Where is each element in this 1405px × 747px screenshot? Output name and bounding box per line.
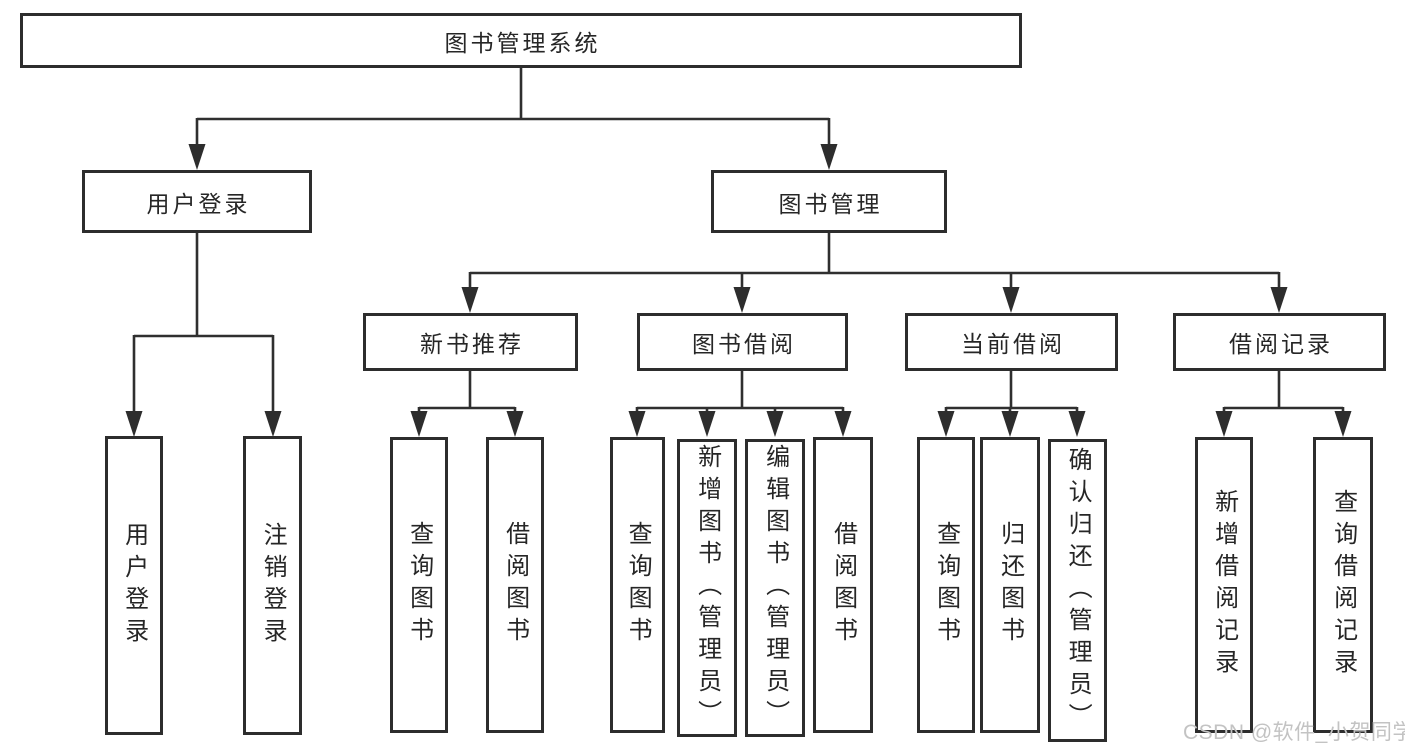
leaf-logout-label: 注销登录 xyxy=(259,521,287,650)
leaf-label: 查询图书 xyxy=(624,521,652,649)
connector-records-to-leaves xyxy=(1222,371,1345,419)
leaf-label: 借阅图书 xyxy=(501,521,529,649)
connector-borrow-to-leaves xyxy=(635,371,845,419)
node-book-management: 图书管理 xyxy=(711,170,947,233)
node-user-login-label: 用户登录 xyxy=(146,190,251,217)
leaf-label: 确认归还（管理员） xyxy=(1064,446,1092,735)
node-borrow-records: 借阅记录 xyxy=(1173,313,1386,371)
node-current-borrow-label: 当前借阅 xyxy=(961,331,1065,357)
leaf-confirm-return-admin: 确认归还（管理员） xyxy=(1048,439,1107,742)
leaf-return-books: 归还图书 xyxy=(980,437,1040,733)
node-current-borrow: 当前借阅 xyxy=(905,313,1118,371)
csdn-watermark: CSDN @软件_小贺同学 xyxy=(1183,721,1405,744)
connector-newbook-to-leaves xyxy=(417,371,517,419)
leaf-logout: 注销登录 xyxy=(243,436,302,735)
leaf-label: 查询图书 xyxy=(405,521,433,649)
leaf-label: 查询图书 xyxy=(932,521,960,649)
leaf-label: 查询借阅记录 xyxy=(1329,489,1357,681)
leaf-query-books-current: 查询图书 xyxy=(917,437,975,733)
leaf-label: 编辑图书（管理员） xyxy=(761,444,789,732)
connector-current-to-leaves xyxy=(944,371,1079,419)
node-new-book-recommend: 新书推荐 xyxy=(363,313,578,371)
leaf-label: 借阅图书 xyxy=(829,521,857,649)
leaf-label: 新增借阅记录 xyxy=(1210,489,1238,681)
leaf-user-login-label: 用户登录 xyxy=(120,521,148,650)
connector-mgmt-to-level3 xyxy=(468,233,1281,295)
leaf-edit-books-admin: 编辑图书（管理员） xyxy=(745,439,805,737)
leaf-borrow-books-recommend: 借阅图书 xyxy=(486,437,544,733)
node-root-label: 图书管理系统 xyxy=(444,29,601,56)
connector-login-to-leaves xyxy=(132,233,275,419)
node-book-management-label: 图书管理 xyxy=(778,190,883,217)
node-root: 图书管理系统 xyxy=(20,13,1022,68)
node-new-book-recommend-label: 新书推荐 xyxy=(420,331,524,357)
leaf-query-books-borrow: 查询图书 xyxy=(610,437,665,733)
node-borrow-records-label: 借阅记录 xyxy=(1229,331,1333,357)
leaf-query-books-recommend: 查询图书 xyxy=(390,437,448,733)
leaf-user-login: 用户登录 xyxy=(105,436,163,735)
node-book-borrow-label: 图书借阅 xyxy=(692,331,796,357)
leaf-query-borrow-record: 查询借阅记录 xyxy=(1313,437,1373,733)
node-book-borrow: 图书借阅 xyxy=(637,313,848,371)
connector-root-to-level2 xyxy=(195,68,831,152)
leaf-label: 新增图书（管理员） xyxy=(693,444,721,732)
node-user-login: 用户登录 xyxy=(82,170,312,233)
leaf-add-borrow-record: 新增借阅记录 xyxy=(1195,437,1253,733)
leaf-add-books-admin: 新增图书（管理员） xyxy=(677,439,737,737)
leaf-borrow-books: 借阅图书 xyxy=(813,437,873,733)
leaf-label: 归还图书 xyxy=(996,521,1024,649)
